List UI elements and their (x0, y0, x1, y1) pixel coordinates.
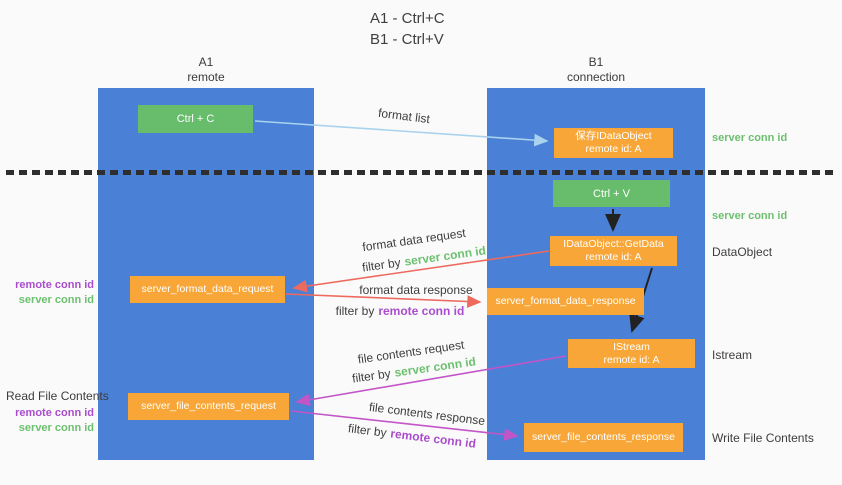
lane-b1-name: B1 (588, 55, 604, 69)
edge-label-format-list: format list (377, 105, 431, 127)
left-label-remote-conn-id-format: remote conn id (15, 279, 94, 291)
ctrl-c-label: Ctrl + C (176, 113, 215, 125)
lane-header-b1: B1 connection (536, 55, 656, 85)
getdata-line1: IDataObject::GetData (563, 238, 664, 250)
left-label-read-file-contents: Read File Contents (6, 389, 109, 403)
filter-prefix: filter by (351, 366, 392, 386)
getdata-box: IDataObject::GetData remote id: A (550, 236, 677, 266)
istream-line1: IStream (613, 340, 650, 353)
right-label-write-file-contents: Write File Contents (712, 431, 814, 445)
getdata-line2: remote id: A (585, 251, 642, 263)
right-label-istream: Istream (712, 348, 753, 362)
save-dataobject-line1: 保存IDataObject (575, 130, 652, 142)
istream-line2: remote id: A (603, 353, 660, 366)
lane-b1-subtitle: connection (566, 70, 626, 84)
server-format-data-response-label: server_format_data_response (495, 295, 636, 307)
lane-a1-name: A1 (198, 55, 214, 69)
right-label-dataobject: DataObject (712, 245, 773, 259)
ctrl-v-label: Ctrl + V (593, 187, 630, 200)
server-format-data-response-box: server_format_data_response (487, 288, 644, 315)
filter-prefix: filter by (347, 421, 388, 440)
server-file-contents-request-box: server_file_contents_request (128, 393, 289, 420)
lane-header-a1: A1 remote (146, 55, 266, 85)
save-dataobject-box: 保存IDataObject remote id: A (554, 128, 673, 158)
ctrl-v-box: Ctrl + V (553, 180, 670, 207)
lane-a1-subtitle: remote (187, 70, 225, 84)
istream-box: IStream remote id: A (568, 339, 695, 368)
save-dataobject-line2: remote id: A (585, 143, 642, 155)
filter-key-remote-conn-id: remote conn id (389, 426, 477, 451)
filter-prefix: filter by (335, 304, 375, 318)
server-file-contents-request-label: server_file_contents_request (141, 400, 276, 412)
title-line-paste: B1 - Ctrl+V (370, 31, 444, 48)
left-label-remote-conn-id-file: remote conn id (15, 407, 94, 419)
right-label-server-conn-id-mid: server conn id (712, 210, 788, 222)
filter-prefix: filter by (361, 255, 402, 275)
title-line-copy: A1 - Ctrl+C (370, 10, 445, 27)
left-label-server-conn-id-file: server conn id (18, 422, 94, 434)
diagram-title: A1 - Ctrl+C B1 - Ctrl+V (370, 8, 445, 50)
filter-key-remote-conn-id: remote conn id (378, 304, 465, 318)
server-file-contents-response-label: server_file_contents_response (531, 431, 675, 443)
edge-label-format-data-response: format data response (359, 283, 473, 297)
server-format-data-request-label: server_format_data_request (141, 283, 274, 295)
right-label-server-conn-id-top: server conn id (712, 132, 788, 144)
left-label-server-conn-id-format: server conn id (18, 294, 94, 306)
filter-key-server-conn-id: server conn id (403, 243, 487, 269)
server-format-data-request-box: server_format_data_request (130, 276, 285, 303)
ctrl-c-box: Ctrl + C (138, 105, 253, 133)
dotted-divider (6, 170, 838, 175)
server-file-contents-response-box: server_file_contents_response (524, 423, 683, 452)
